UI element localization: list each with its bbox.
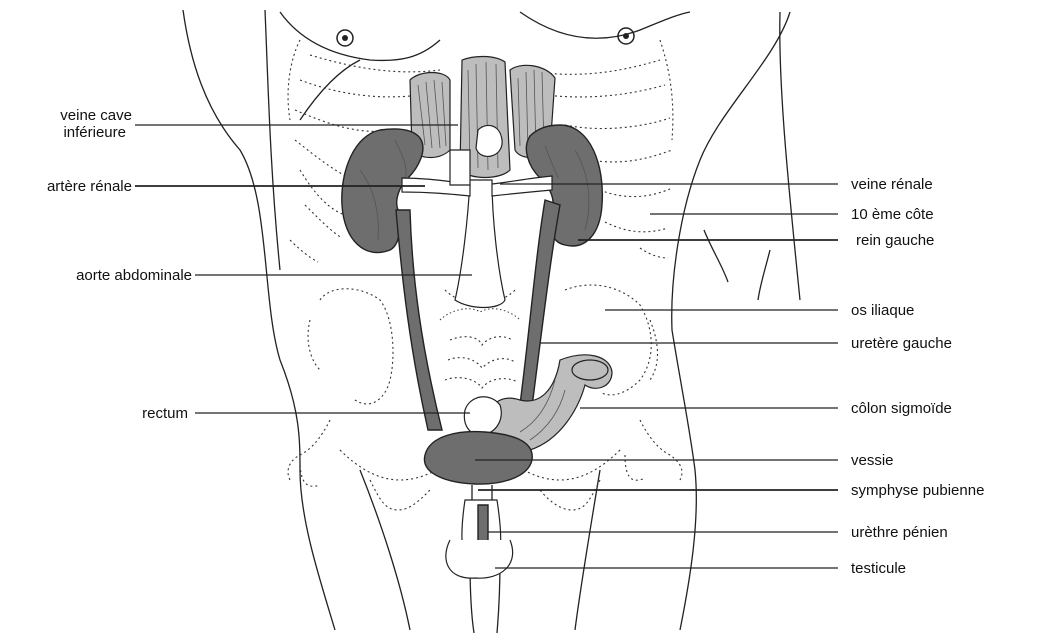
label-rein-gauche: rein gauche	[856, 232, 934, 249]
abdominal-aorta	[455, 180, 505, 308]
label-artere-renale: artère rénale	[47, 178, 132, 195]
label-veine-cave-line1: veine cave	[60, 107, 132, 124]
label-colon-sigmoide: côlon sigmoïde	[851, 400, 952, 417]
label-10-eme-cote: 10 ème côte	[851, 206, 934, 223]
label-veine-cave-line2: inférieure	[63, 124, 126, 141]
label-vessie: vessie	[851, 452, 894, 469]
label-testicule: testicule	[851, 560, 906, 577]
labels: veine cave inférieure artère rénale aort…	[47, 107, 984, 577]
label-veine-renale: veine rénale	[851, 176, 933, 193]
label-rectum: rectum	[142, 405, 188, 422]
label-uretere-gauche: uretère gauche	[851, 335, 952, 352]
label-os-iliaque: os iliaque	[851, 302, 914, 319]
nipples	[337, 28, 634, 46]
bladder	[424, 432, 532, 485]
label-symphyse-pubienne: symphyse pubienne	[851, 482, 984, 499]
label-aorte-abdominale: aorte abdominale	[76, 267, 192, 284]
label-urethre-penien: urèthre pénien	[851, 524, 948, 541]
